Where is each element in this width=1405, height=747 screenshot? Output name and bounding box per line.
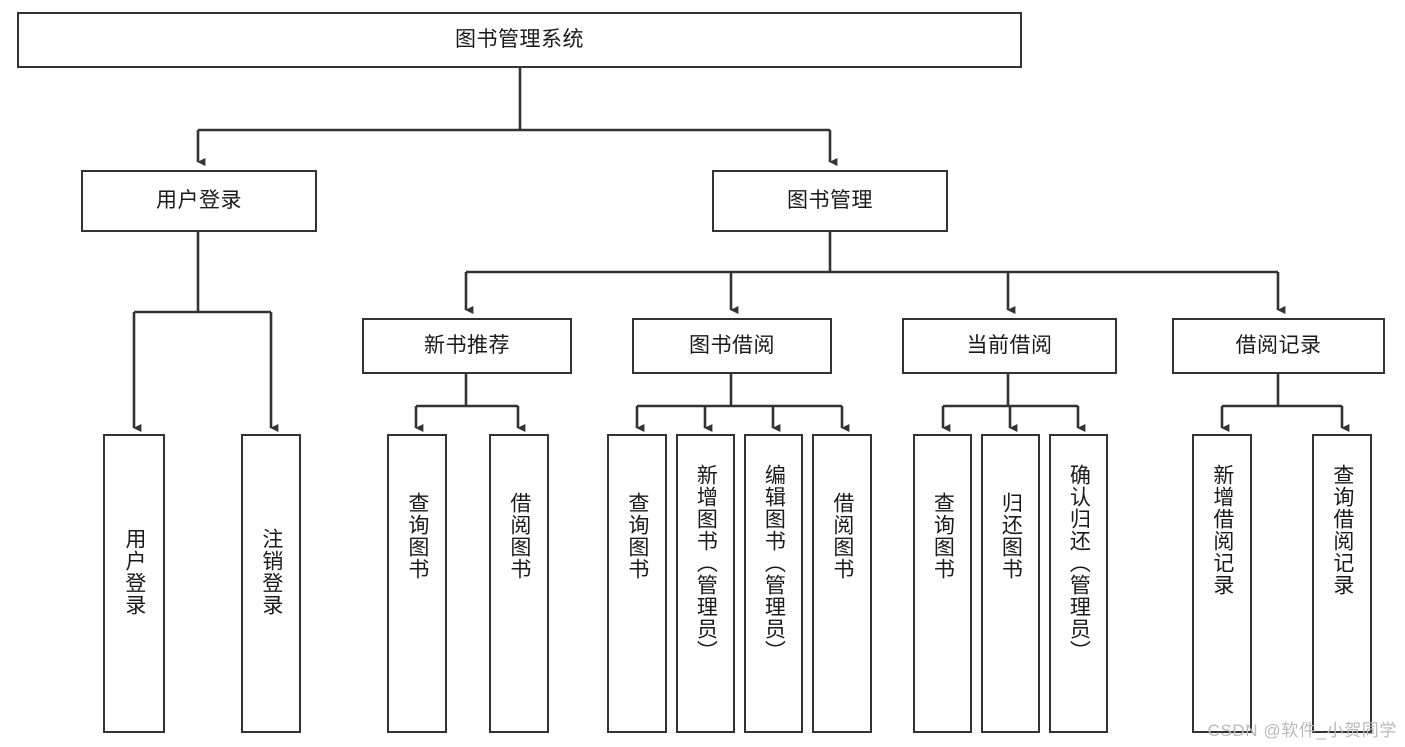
node-leaf-user-login-label: 用户登录 bbox=[122, 528, 146, 616]
node-book-borrow[interactable]: 图书借阅 bbox=[632, 318, 832, 374]
node-root[interactable]: 图书管理系统 bbox=[17, 12, 1022, 68]
node-root-label: 图书管理系统 bbox=[455, 28, 584, 52]
node-leaf-edit-book[interactable]: 编辑图书（管理员） bbox=[744, 434, 803, 733]
node-leaf-confirm-return[interactable]: 确认归还（管理员） bbox=[1049, 434, 1108, 733]
node-current-borrow-label: 当前借阅 bbox=[966, 334, 1053, 358]
node-current-borrow[interactable]: 当前借阅 bbox=[902, 318, 1117, 374]
node-leaf-add-book[interactable]: 新增图书（管理员） bbox=[676, 434, 735, 733]
node-leaf-borrow-book-1[interactable]: 借阅图书 bbox=[489, 434, 549, 733]
node-leaf-query-book-2[interactable]: 查询图书 bbox=[607, 434, 667, 733]
node-book-manage-label: 图书管理 bbox=[787, 189, 873, 213]
node-leaf-query-book-3[interactable]: 查询图书 bbox=[913, 434, 972, 733]
node-leaf-query-book-3-label: 查询图书 bbox=[931, 492, 955, 580]
node-leaf-logout-label: 注销登录 bbox=[259, 528, 283, 616]
node-book-borrow-label: 图书借阅 bbox=[689, 334, 775, 358]
node-leaf-add-book-label: 新增图书（管理员） bbox=[694, 464, 718, 662]
node-borrow-record[interactable]: 借阅记录 bbox=[1172, 318, 1385, 374]
node-leaf-borrow-book-1-label: 借阅图书 bbox=[507, 492, 531, 580]
node-leaf-query-book-1[interactable]: 查询图书 bbox=[387, 434, 447, 733]
node-leaf-borrow-book-2-label: 借阅图书 bbox=[830, 492, 854, 580]
node-leaf-user-login[interactable]: 用户登录 bbox=[103, 434, 165, 733]
node-leaf-query-record-label: 查询借阅记录 bbox=[1330, 464, 1354, 596]
node-leaf-confirm-return-label: 确认归还（管理员） bbox=[1067, 464, 1091, 662]
node-book-manage[interactable]: 图书管理 bbox=[712, 170, 948, 232]
node-leaf-add-record-label: 新增借阅记录 bbox=[1210, 464, 1234, 596]
node-leaf-edit-book-label: 编辑图书（管理员） bbox=[762, 464, 786, 662]
node-user-login-label: 用户登录 bbox=[156, 189, 242, 213]
node-borrow-record-label: 借阅记录 bbox=[1235, 334, 1322, 358]
node-new-book-rec[interactable]: 新书推荐 bbox=[362, 318, 572, 374]
node-leaf-logout[interactable]: 注销登录 bbox=[241, 434, 301, 733]
node-leaf-borrow-book-2[interactable]: 借阅图书 bbox=[812, 434, 872, 733]
node-new-book-rec-label: 新书推荐 bbox=[424, 334, 510, 358]
node-leaf-query-record[interactable]: 查询借阅记录 bbox=[1312, 434, 1372, 733]
node-user-login[interactable]: 用户登录 bbox=[81, 170, 317, 232]
node-leaf-return-book-label: 归还图书 bbox=[999, 492, 1023, 580]
node-leaf-return-book[interactable]: 归还图书 bbox=[981, 434, 1040, 733]
node-leaf-query-book-1-label: 查询图书 bbox=[405, 492, 429, 580]
node-leaf-add-record[interactable]: 新增借阅记录 bbox=[1192, 434, 1252, 733]
watermark: CSDN @软件_小贺同学 bbox=[1207, 721, 1397, 740]
node-leaf-query-book-2-label: 查询图书 bbox=[625, 492, 649, 580]
